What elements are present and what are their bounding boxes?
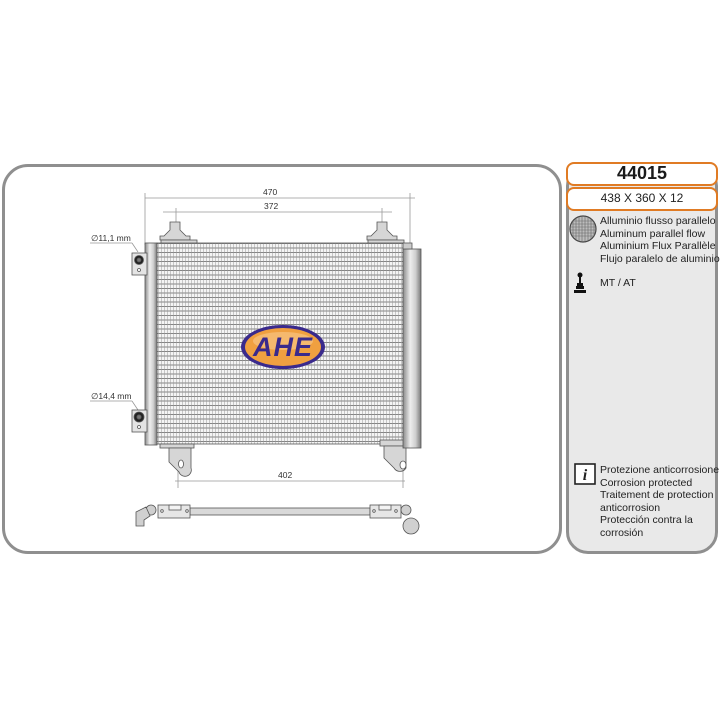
product-code: 44015 [566,162,718,186]
brand-logo: AHE [252,332,313,362]
material-line-it: Alluminio flusso parallelo [600,215,716,227]
dim-outlet-diameter: ∅14,4 mm [91,391,132,401]
info-icon: i [574,463,596,485]
material-line-en: Aluminum parallel flow [600,227,706,240]
corrosion-line-2: Corrosion protected [600,476,693,489]
dim-overall-width: 470 [263,187,278,197]
corrosion-line-4: anticorrosion [600,501,661,514]
corrosion-line-3: Traitement de protection [600,489,714,501]
gear-shift-icon [574,272,586,293]
material-line-fr: Aluminium Flux Parallèle [600,240,716,252]
dim-mount-bottom: 402 [278,470,293,480]
product-dimensions: 438 X 360 X 12 [566,187,718,211]
aluminium-fin-icon [569,215,597,243]
material-line-es: Flujo paralelo de aluminio [600,252,720,265]
dim-mount-top: 372 [264,201,279,211]
transmission-label: MT / AT [600,277,636,289]
corrosion-line-6: corrosión [600,526,644,539]
corrosion-line-1: Protezione anticorrosione [600,464,720,476]
dim-inlet-diameter: ∅11,1 mm [91,233,131,243]
svg-text:i: i [583,467,588,484]
ahe-logo [241,325,325,369]
corrosion-line-5: Protección contra la [600,514,693,526]
corrosion-description: Protezione anticorrosione Corrosion prot… [600,464,719,539]
material-description: Alluminio flusso parallelo Aluminum para… [600,215,720,265]
